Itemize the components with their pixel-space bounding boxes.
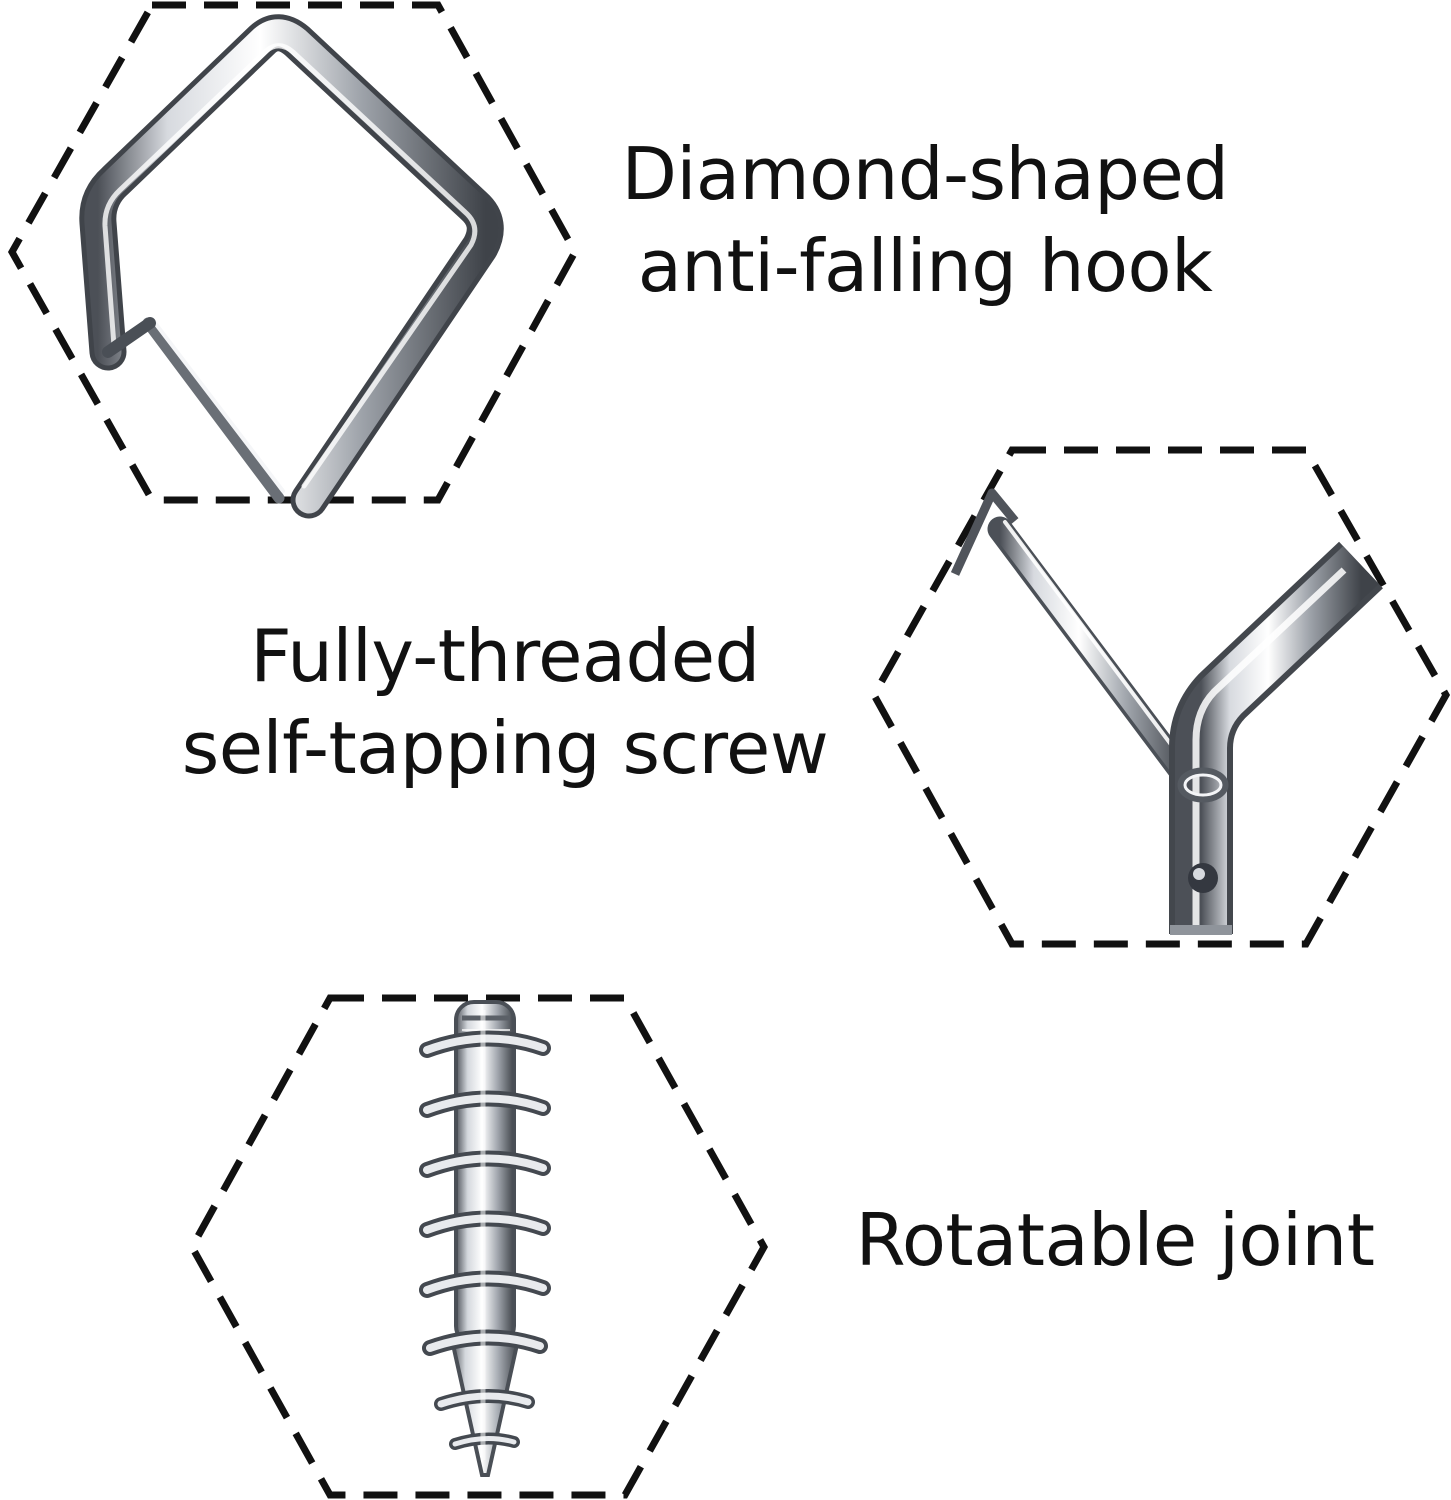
fully-threaded-caption: Fully-threaded self-tapping screw: [135, 610, 875, 794]
bottom-dashed-hexagon-frame: [187, 994, 769, 1499]
diamond-hook-caption-line-1: Diamond-shaped: [621, 132, 1229, 216]
middle-dashed-hexagon-frame: [869, 446, 1451, 948]
diamond-hook-icon: [79, 14, 504, 519]
rotatable-joint-icon: [950, 488, 1383, 935]
fully-threaded-caption-line-1: Fully-threaded: [250, 614, 760, 698]
threaded-screw-icon: [419, 1000, 551, 1477]
rotatable-joint-caption: Rotatable joint: [805, 1194, 1425, 1286]
diamond-hook-caption-line-2: anti-falling hook: [637, 224, 1213, 309]
rotatable-joint-caption-line-1: Rotatable joint: [855, 1198, 1375, 1282]
fully-threaded-caption-line-2: self-tapping screw: [181, 706, 829, 791]
top-dashed-hexagon-frame: [7, 1, 580, 504]
diamond-hook-caption: Diamond-shaped anti-falling hook: [560, 128, 1290, 312]
